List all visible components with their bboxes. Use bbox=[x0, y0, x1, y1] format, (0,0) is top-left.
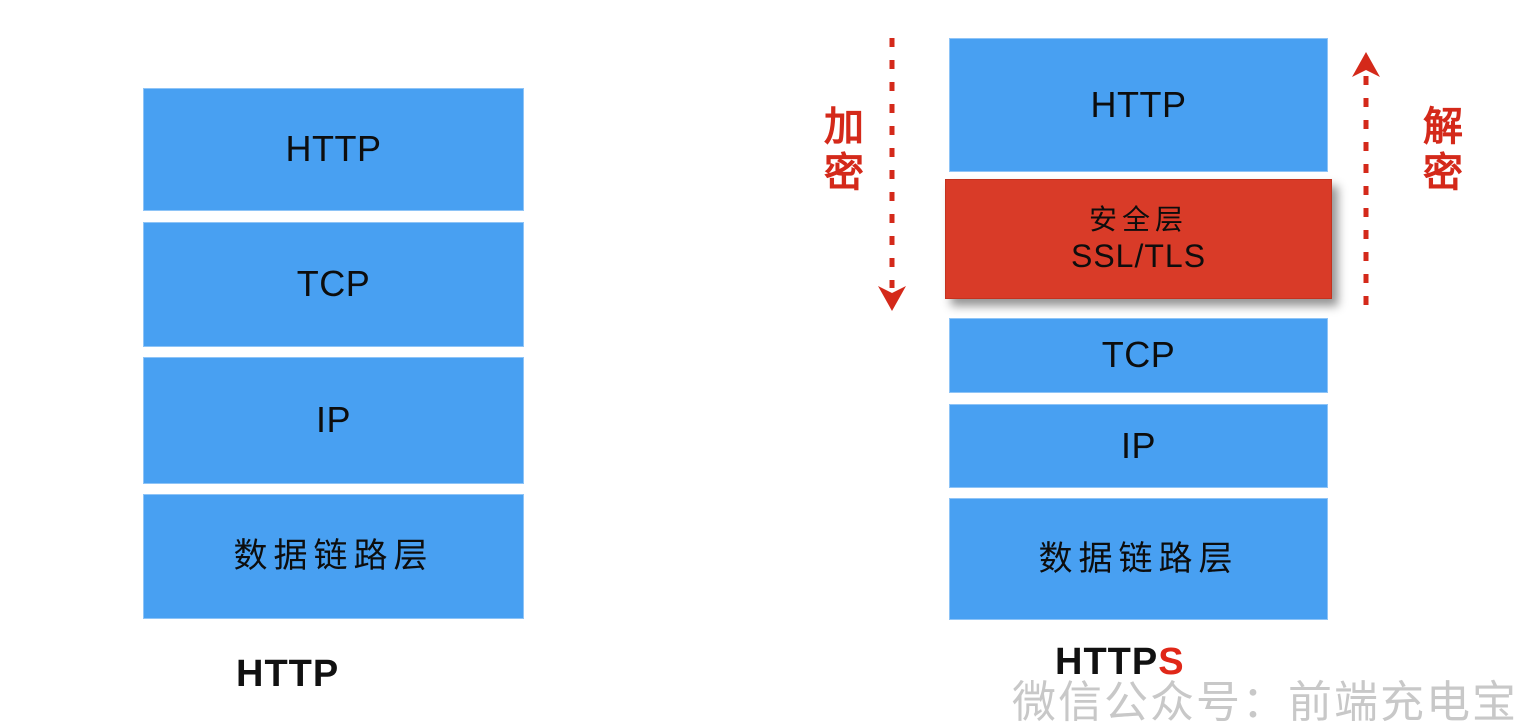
decrypt-annotation-text: 解密 bbox=[1417, 105, 1461, 197]
left-layer-ip-label: IP bbox=[315, 399, 351, 441]
left-layer-tcp: TCP bbox=[143, 222, 524, 347]
right-layer-ip: IP bbox=[949, 404, 1328, 488]
right-layer-security-label-ssl: SSL/TLS bbox=[1070, 237, 1207, 274]
right-stack-caption: HTTPS bbox=[1055, 641, 1185, 684]
decrypt-annotation-label: 解密 bbox=[1412, 86, 1464, 216]
left-layer-http-label: HTTP bbox=[285, 128, 382, 170]
down-dashed-arrow bbox=[878, 38, 906, 311]
right-layer-tcp: TCP bbox=[949, 318, 1328, 393]
right-stack-caption-base: HTTP bbox=[1055, 641, 1159, 683]
right-layer-http-label: HTTP bbox=[1090, 83, 1187, 125]
right-stack-caption-accent: S bbox=[1158, 641, 1185, 683]
right-layer-data-link-label: 数据链路层 bbox=[1038, 539, 1239, 578]
right-layer-data-link: 数据链路层 bbox=[949, 498, 1328, 620]
watermark-text: 微信公众号：前端充电宝 bbox=[1012, 677, 1518, 726]
encrypt-annotation-label: 加密 bbox=[813, 86, 865, 216]
left-layer-tcp-label: TCP bbox=[296, 263, 371, 305]
right-layer-security-label-cjk: 安全层 bbox=[1088, 203, 1188, 235]
left-layer-ip: IP bbox=[143, 357, 524, 484]
right-layer-security: 安全层 SSL/TLS bbox=[945, 179, 1332, 299]
up-dashed-arrow bbox=[1352, 52, 1380, 308]
encrypt-annotation-text: 加密 bbox=[818, 105, 862, 197]
left-stack-caption-text: HTTP bbox=[236, 653, 340, 695]
left-layer-data-link: 数据链路层 bbox=[143, 494, 524, 619]
right-layer-tcp-label: TCP bbox=[1101, 334, 1176, 376]
left-stack-caption: HTTP bbox=[236, 653, 339, 696]
right-layer-ip-label: IP bbox=[1120, 424, 1156, 466]
left-layer-http: HTTP bbox=[143, 88, 524, 211]
left-layer-data-link-label: 数据链路层 bbox=[233, 537, 434, 576]
watermark: 微信公众号：前端充电宝 bbox=[1012, 666, 1518, 726]
right-layer-http: HTTP bbox=[949, 38, 1328, 172]
